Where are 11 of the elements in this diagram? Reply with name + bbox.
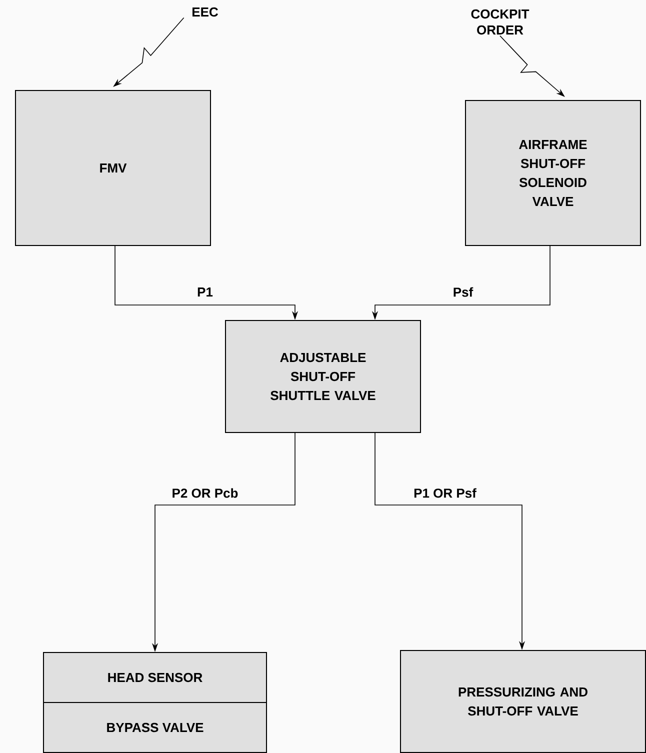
edge-label: P1 OR Psf <box>414 488 476 498</box>
component-box: FMV <box>15 90 211 246</box>
signal-label: COCKPIT ORDER <box>471 9 530 35</box>
stacked-box: HEAD SENSOR BYPASS VALVE <box>43 652 267 753</box>
component-box: AIRFRAME SHUT-OFF SOLENOID VALVE <box>465 100 641 246</box>
edge-label: P1 <box>198 288 213 296</box>
signal-label: EEC <box>192 7 218 17</box>
component-box: PRESSURIZING AND SHUT-OFF VALVE <box>400 650 646 753</box>
component-box: ADJUSTABLE SHUT-OFF SHUTTLE VALVE <box>225 320 421 433</box>
edge-label: Psf <box>454 287 474 297</box>
edge-label: P2 OR Pcb <box>172 488 238 498</box>
